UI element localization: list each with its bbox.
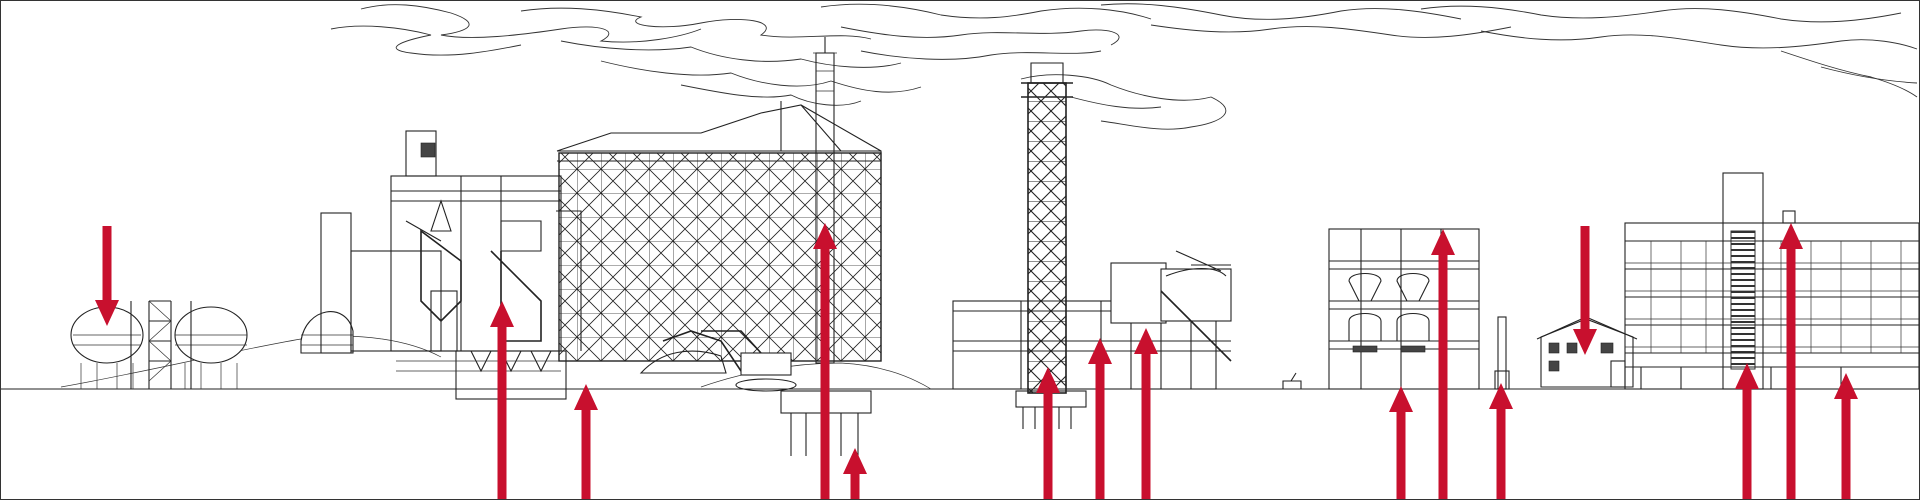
arrow-warehouse-shaft [820, 247, 830, 499]
arrow-factory-top-shaft [1438, 253, 1448, 499]
arrow-office-roof [1779, 223, 1803, 499]
arrow-boiler-1 [490, 301, 514, 499]
arrow-small-tower-shaft [1496, 407, 1506, 499]
arrow-plant-2-head [1134, 328, 1158, 354]
excavator [639, 330, 797, 392]
factory [1328, 228, 1480, 390]
arrow-office-stair-shaft [1742, 387, 1752, 499]
arrow-chimney-base-shaft [1043, 391, 1053, 499]
hill-left [60, 335, 442, 388]
arrow-house-shaft [1580, 226, 1590, 331]
house [1536, 316, 1638, 388]
arrow-chimney-base [1036, 367, 1060, 499]
arrow-plant-2 [1134, 328, 1158, 499]
gas-tanks [70, 300, 248, 389]
arrow-plant-1 [1088, 338, 1112, 499]
processing-plant [952, 250, 1232, 390]
arrow-boiler-2-head [574, 384, 598, 410]
small-equipment [1282, 372, 1302, 390]
lattice-warehouse [556, 101, 882, 362]
arrow-pile-foundation-shaft [850, 472, 860, 499]
arrow-plant-2-shaft [1141, 352, 1151, 499]
arrow-boiler-1-head [490, 301, 514, 327]
arrow-gas-tanks-shaft [102, 226, 112, 302]
arrow-office-stair [1735, 363, 1759, 499]
hill-mid [700, 362, 932, 390]
small-tower [1494, 316, 1510, 390]
arrow-plant-1-shaft [1095, 362, 1105, 499]
arrow-factory-ground-head [1389, 386, 1413, 412]
arrow-gas-tanks [95, 226, 119, 326]
arrow-plant-1-head [1088, 338, 1112, 364]
arrow-factory-top [1431, 229, 1455, 499]
arrow-warehouse-head [813, 223, 837, 249]
arrow-factory-ground [1389, 386, 1413, 499]
arrow-chimney-base-head [1036, 367, 1060, 393]
arrow-office-roof-shaft [1786, 247, 1796, 499]
clouds [330, 3, 1918, 130]
arrow-boiler-2-shaft [581, 408, 591, 499]
arrow-pile-foundation [843, 448, 867, 499]
dome-tank [300, 311, 354, 354]
arrow-warehouse [813, 223, 837, 499]
boiler-building [320, 130, 582, 400]
arrow-boiler-1-shaft [497, 325, 507, 499]
arrow-small-tower [1489, 383, 1513, 499]
arrow-factory-top-head [1431, 229, 1455, 255]
arrow-office-roof-head [1779, 223, 1803, 249]
arrow-small-tower-head [1489, 383, 1513, 409]
arrow-office-right [1834, 373, 1858, 499]
arrow-office-right-shaft [1841, 397, 1851, 499]
arrow-boiler-2 [574, 384, 598, 499]
arrow-house [1573, 226, 1597, 355]
arrow-office-right-head [1834, 373, 1858, 399]
arrows-layer [95, 223, 1858, 499]
arrow-house-head [1573, 329, 1597, 355]
arrow-factory-ground-shaft [1396, 410, 1406, 499]
arrow-office-stair-head [1735, 363, 1759, 389]
arrow-pile-foundation-head [843, 448, 867, 474]
office-building [1624, 172, 1919, 390]
arrow-gas-tanks-head [95, 300, 119, 326]
